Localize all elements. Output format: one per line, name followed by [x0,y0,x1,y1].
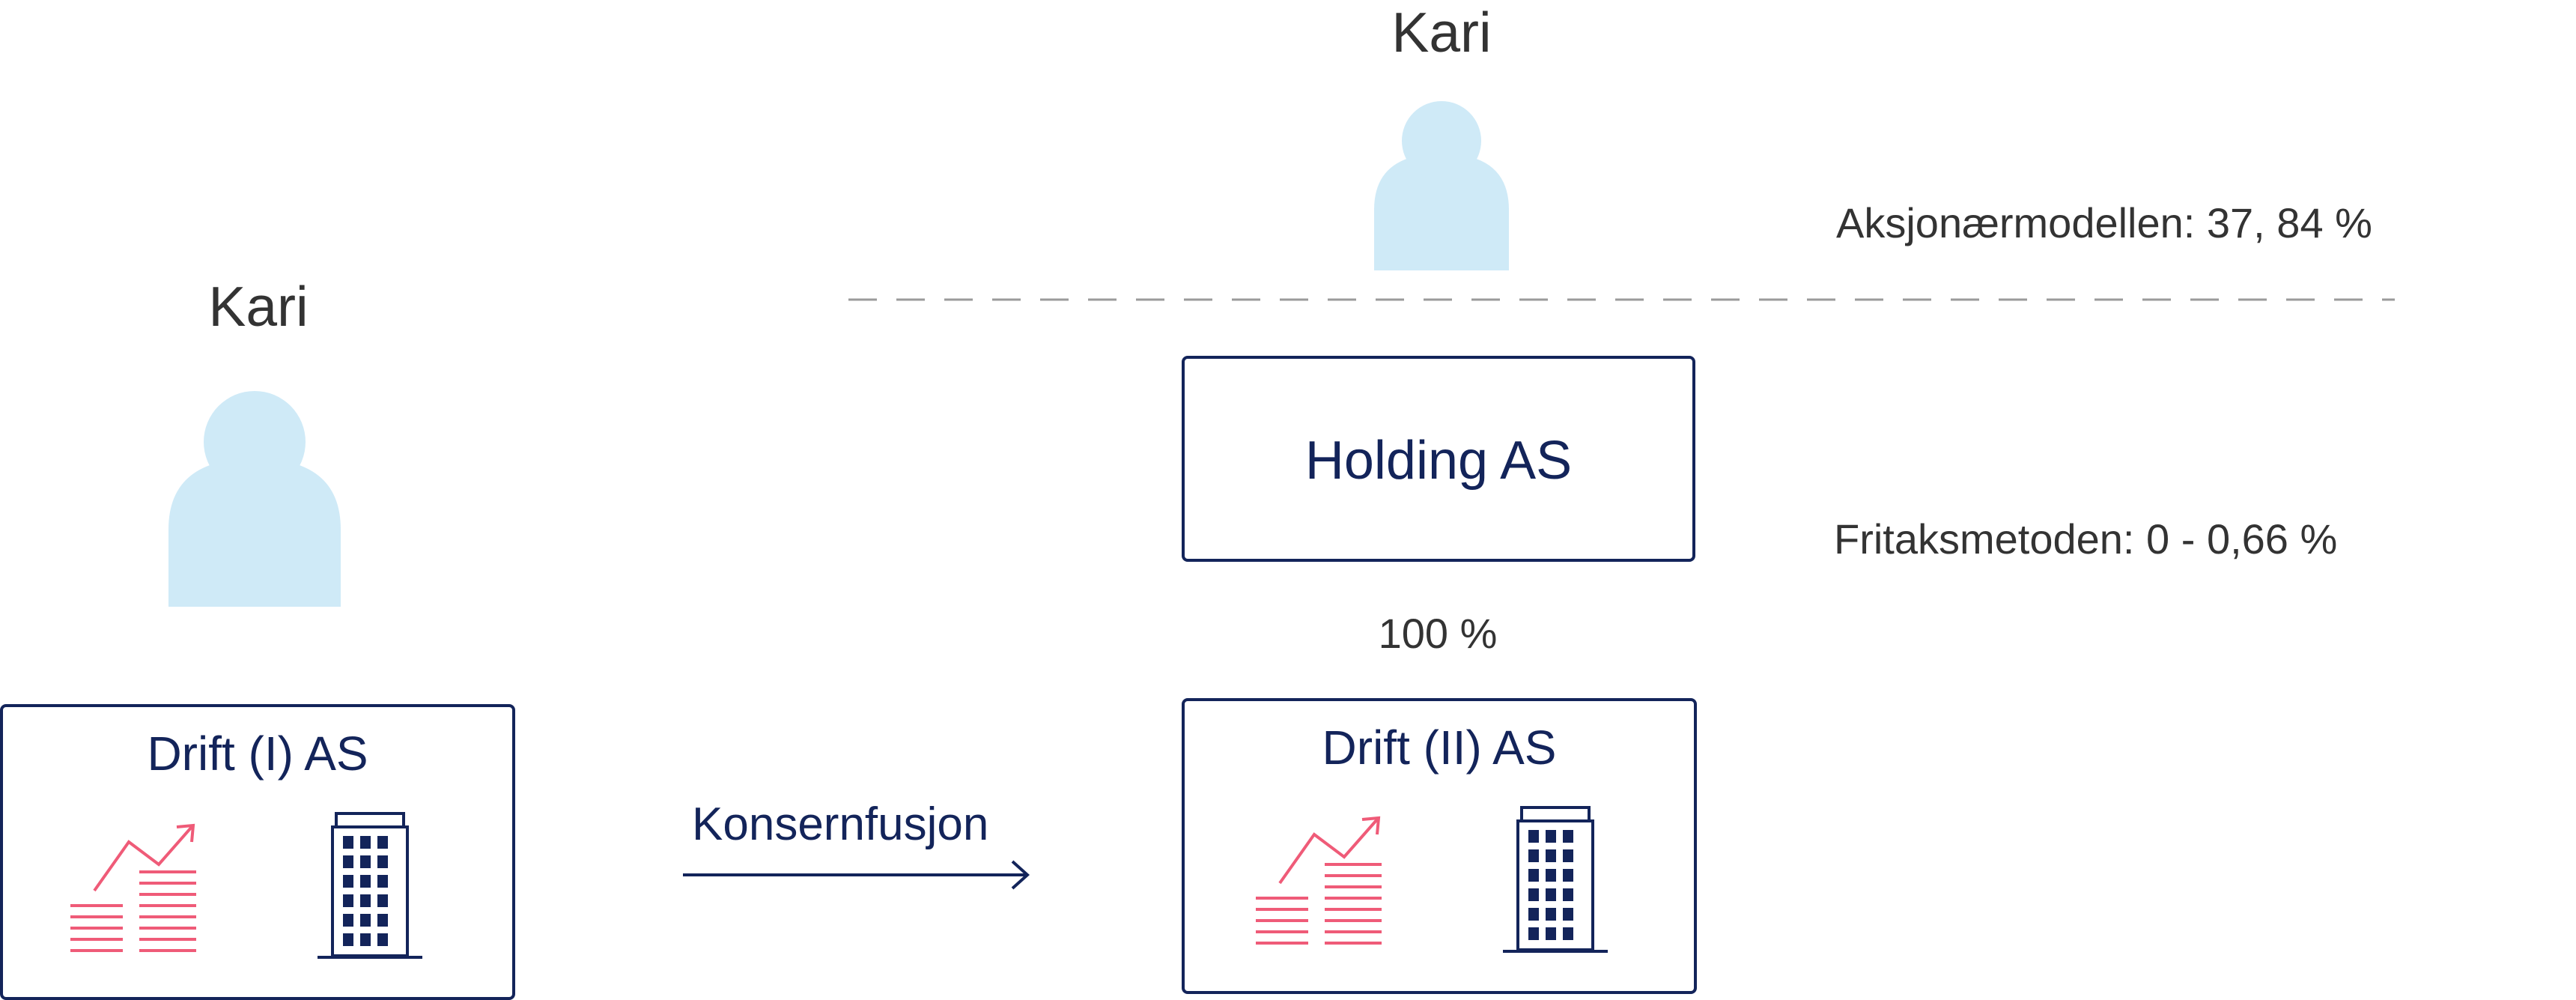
aksjonaermodellen-label: Aksjonærmodellen: 37, 84 % [1836,199,2372,246]
merger-label: Konsernfusjon [692,799,989,850]
left-owner-name: Kari [208,275,309,338]
holding-box: Holding AS [1182,356,1695,562]
right-person-icon [1374,101,1509,270]
drift-two-box: Drift (II) AS [1182,698,1697,994]
office-building-icon [1499,806,1611,956]
growth-chart-icon [1256,812,1383,951]
fritaksmetoden-label: Fritaksmetoden: 0 - 0,66 % [1834,515,2338,563]
holding-title: Holding AS [1304,431,1573,491]
left-person-icon [168,391,341,607]
dashed-divider [848,298,2395,301]
arrow-right-icon [683,860,1031,890]
growth-chart-icon [70,819,198,958]
right-owner-name: Kari [1391,1,1492,64]
drift-one-box: Drift (I) AS [0,704,515,1000]
office-building-icon [314,812,426,962]
holding-ownership-percentage: 100 % [1378,610,1498,657]
drift-two-title: Drift (II) AS [1322,721,1557,775]
drift-one-title: Drift (I) AS [147,727,368,781]
